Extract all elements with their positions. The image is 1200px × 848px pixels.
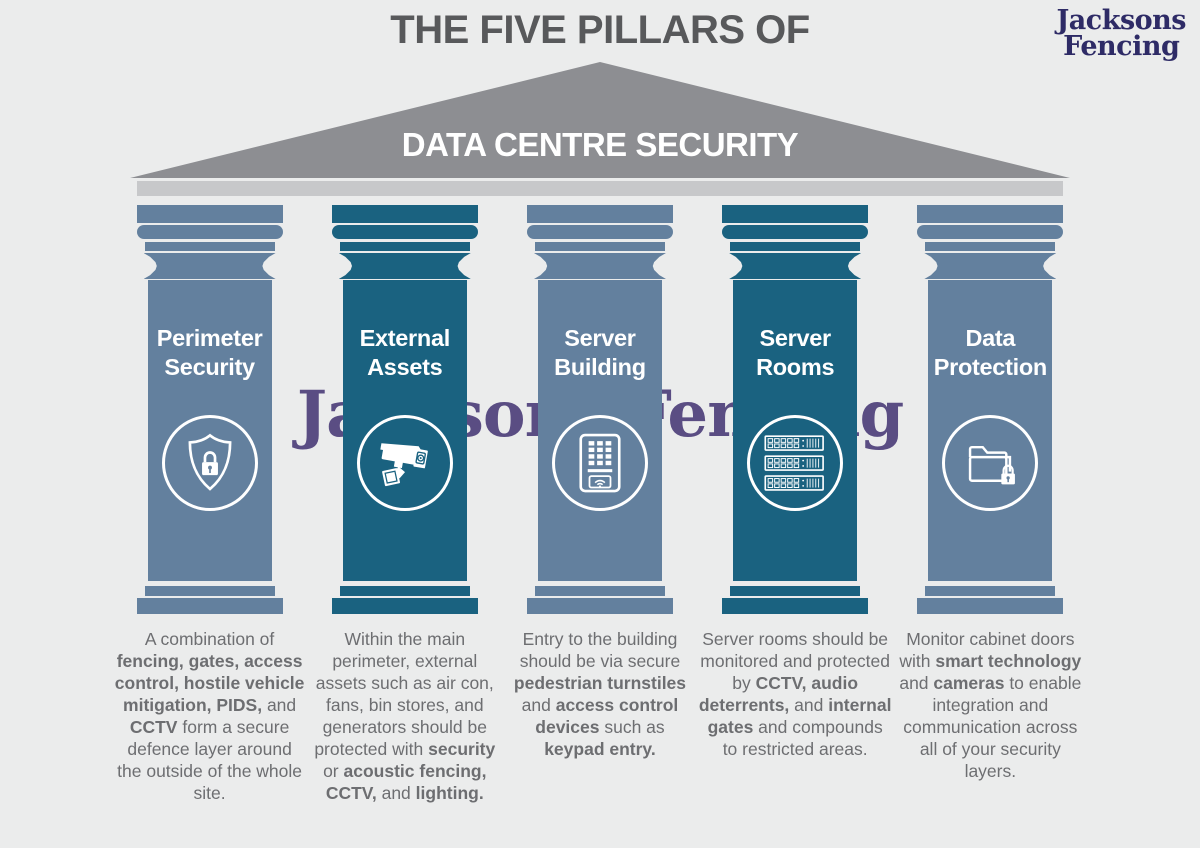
pillar-title-line1: Server xyxy=(759,325,831,351)
pillar-base-fillet xyxy=(534,586,665,596)
pillar-title: Server Building xyxy=(505,324,695,382)
pillar-perimeter-security: Perimeter Security xyxy=(112,205,307,614)
pillar-shaft: Data Protection xyxy=(928,280,1053,581)
pillar-base-plinth xyxy=(136,598,283,614)
pillar-shaft: External Assets xyxy=(342,280,467,581)
pillar-title-line2: Protection xyxy=(933,354,1048,380)
pillar-capital-neck xyxy=(729,253,862,279)
pillar-base-fillet xyxy=(925,586,1056,596)
pillar-capital-fillet xyxy=(730,242,861,251)
architrave-bar xyxy=(137,181,1063,196)
pediment-subtitle: DATA CENTRE SECURITY xyxy=(401,126,799,163)
folder-lock-icon xyxy=(942,415,1039,511)
shield-lock-icon xyxy=(161,415,258,511)
pillar-capital-neck xyxy=(924,253,1057,279)
pillar-capital-torus xyxy=(722,225,869,239)
pillar-title-line1: Server xyxy=(564,325,636,351)
pillar-base-fillet xyxy=(730,586,861,596)
pillar-capital-neck xyxy=(338,253,471,279)
pillar-base-fillet xyxy=(339,586,470,596)
pillar-shaft: Perimeter Security xyxy=(147,280,272,581)
cctv-camera-icon xyxy=(356,415,453,511)
pillar-capital-fillet xyxy=(144,242,275,251)
pillar-capital-torus xyxy=(136,225,283,239)
pillar-title: External Assets xyxy=(310,324,500,382)
pillar-title-line1: Perimeter xyxy=(156,325,263,351)
description-perimeter-security: A combination of fencing, gates, access … xyxy=(114,629,305,803)
description-external-assets: Within the main perimeter, external asse… xyxy=(314,629,496,803)
pediment-roof: DATA CENTRE SECURITY xyxy=(130,62,1070,178)
brand-line1: Jacksons xyxy=(1056,5,1187,36)
pillar-capital-fillet xyxy=(534,242,665,251)
pillar-title-line2: Assets xyxy=(367,354,443,380)
description-server-rooms: Server rooms should be monitored and pro… xyxy=(698,629,892,759)
pillar-title-line2: Security xyxy=(164,354,255,380)
pillar-base-plinth xyxy=(722,598,869,614)
pillar-capital-abacus xyxy=(331,205,478,223)
pillar-capital-abacus xyxy=(136,205,283,223)
descriptions-row: A combination of fencing, gates, access … xyxy=(112,628,1088,804)
pillar-title-line1: External xyxy=(359,325,451,351)
page-title: THE FIVE PILLARS OF xyxy=(390,8,810,52)
pillar-base-plinth xyxy=(331,598,478,614)
pillar-capital-torus xyxy=(331,225,478,239)
pillars-row: Perimeter Security xyxy=(112,205,1088,614)
pillar-shaft: Server Rooms xyxy=(733,280,858,581)
pillar-capital-abacus xyxy=(722,205,869,223)
pillar-title: Server Rooms xyxy=(700,324,890,382)
pillar-base-plinth xyxy=(917,598,1064,614)
pillar-external-assets: External Assets xyxy=(307,205,502,614)
pillar-server-building: Server Building xyxy=(502,205,697,614)
pillar-title-line2: Building xyxy=(554,354,646,380)
brand-line2: Fencing xyxy=(1063,31,1180,62)
pillar-shaft: Server Building xyxy=(537,280,662,581)
description-server-building: Entry to the building should be via secu… xyxy=(513,629,687,759)
pillar-capital-neck xyxy=(533,253,666,279)
pillar-server-rooms: Server Rooms xyxy=(698,205,893,614)
server-rack-icon xyxy=(747,415,844,511)
pillar-base-fillet xyxy=(144,586,275,596)
pillar-title-line1: Data xyxy=(965,325,1016,351)
pillar-capital-neck xyxy=(143,253,276,279)
pillar-capital-fillet xyxy=(339,242,470,251)
pillar-title-line2: Rooms xyxy=(756,354,835,380)
pillar-title: Perimeter Security xyxy=(115,324,305,382)
pillar-base-plinth xyxy=(526,598,673,614)
pillar-capital-abacus xyxy=(526,205,673,223)
pillar-capital-fillet xyxy=(925,242,1056,251)
pillar-capital-torus xyxy=(917,225,1064,239)
pillar-capital-abacus xyxy=(917,205,1064,223)
brand-logo: Jacksons Fencing xyxy=(1056,5,1187,62)
description-data-protection: Monitor cabinet doors with smart technol… xyxy=(899,629,1082,781)
pillar-data-protection: Data Protection xyxy=(893,205,1088,614)
keypad-entry-icon xyxy=(551,415,648,511)
pillar-title: Data Protection xyxy=(895,324,1085,382)
pillar-capital-torus xyxy=(526,225,673,239)
